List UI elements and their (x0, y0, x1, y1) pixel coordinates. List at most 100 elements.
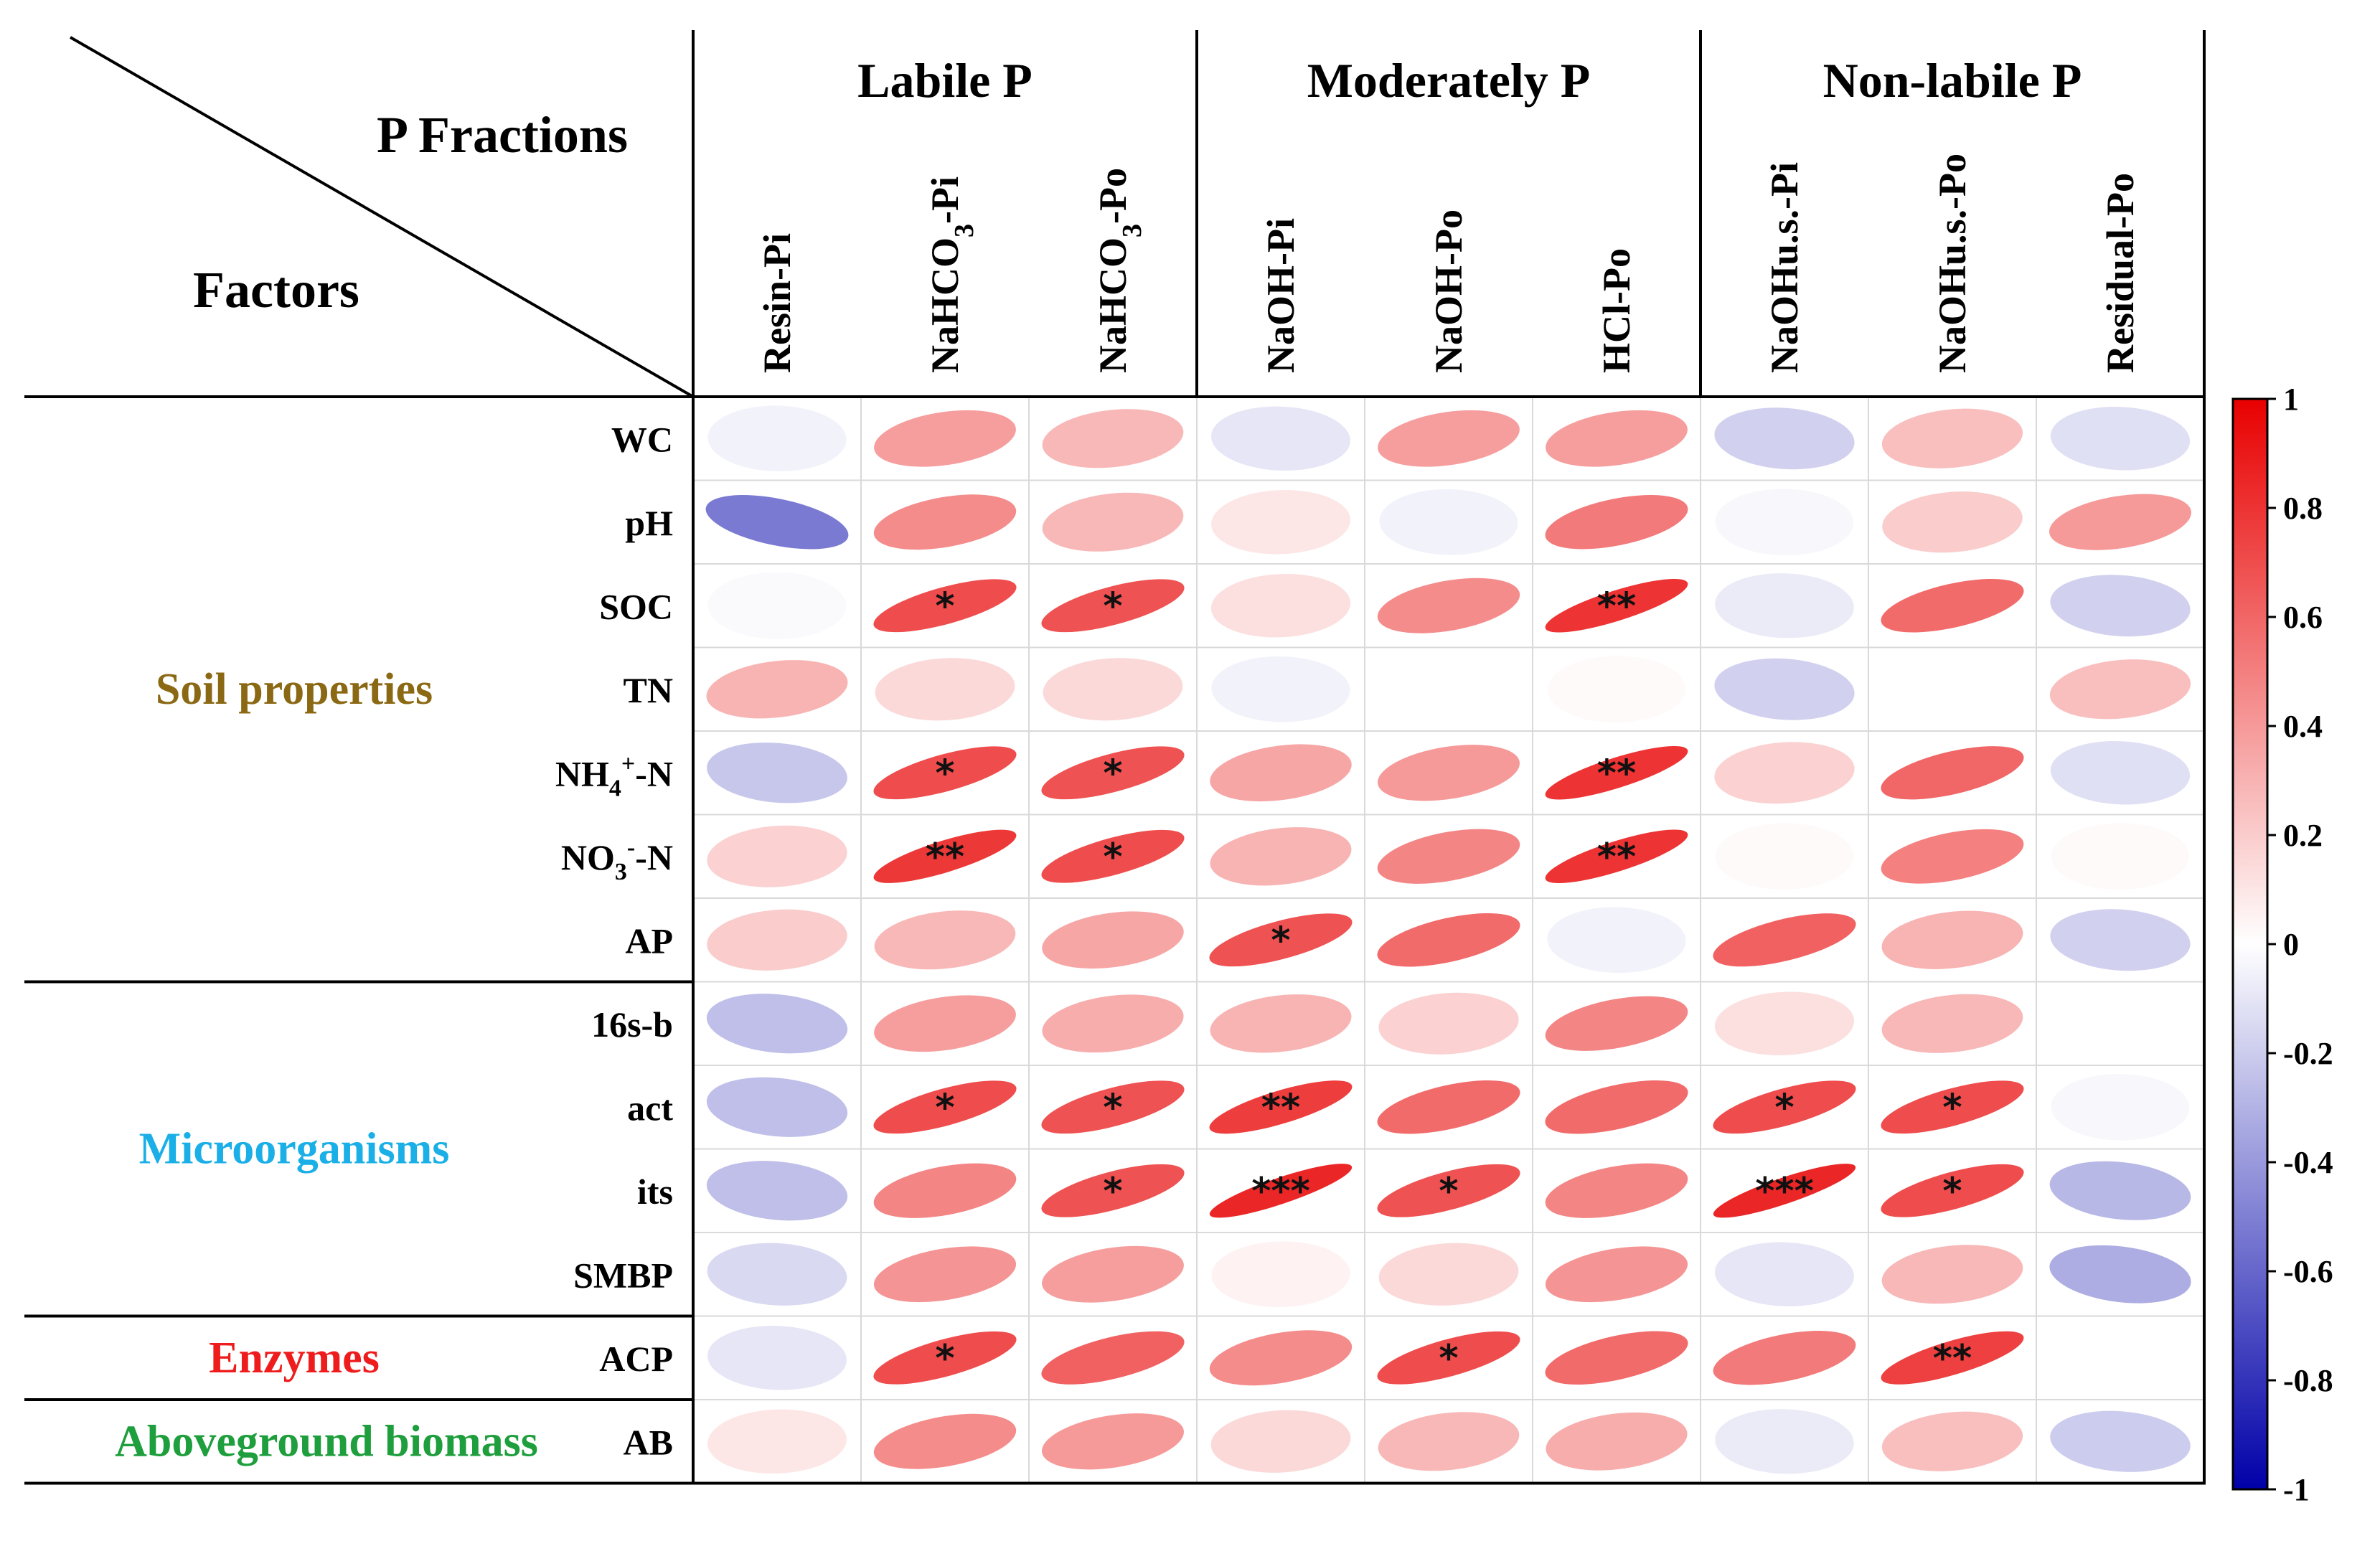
cell-r3-c4 (1364, 646, 1533, 732)
correlation-ellipse (1545, 996, 1688, 1051)
correlation-ellipse (2051, 823, 2190, 890)
cell-r1-c4 (1364, 479, 1533, 565)
column-label-naohu-s-pi: NaOHu.s.-Pi (1763, 162, 1806, 373)
colorbar-gradient (2231, 397, 2269, 1491)
cell-r12-c6 (1700, 1399, 1869, 1484)
significance-mark: ** (1597, 752, 1636, 795)
cell-r0-c1 (860, 396, 1030, 481)
significance-mark: ** (1597, 585, 1636, 628)
column-label-residual-po: Residual-Po (2099, 173, 2142, 373)
cell-r9-c7: * (1868, 1148, 2037, 1233)
colorbar: 10.80.60.40.20-0.2-0.4-0.6-0.8-1 (2231, 382, 2333, 1507)
correlation-ellipse (1210, 1410, 1351, 1473)
corner-diagonal (70, 36, 694, 398)
correlation-ellipse (873, 1331, 1017, 1385)
correlation-ellipse (1547, 907, 1686, 974)
cell-r12-c1 (860, 1399, 1030, 1484)
cell-r7-c2 (1028, 981, 1198, 1066)
cell-r2-c4 (1364, 563, 1533, 649)
grid-frame (692, 395, 2206, 1485)
column-group-moderately-p: Moderately P (1307, 53, 1591, 108)
colorbar-tick-label: -0.8 (2283, 1363, 2333, 1398)
significance-mark: * (935, 585, 954, 628)
cell-r8-c1: * (860, 1065, 1030, 1150)
cell-r12-c2 (1028, 1399, 1198, 1484)
cell-r2-c1: * (860, 563, 1030, 649)
correlation-ellipse (875, 658, 1015, 721)
correlation-ellipse (873, 1413, 1017, 1469)
correlation-ellipse (1041, 1080, 1185, 1134)
cell-r5-c1: ** (860, 814, 1030, 899)
correlation-ellipse (1042, 994, 1184, 1053)
cell-r1-c7 (1868, 479, 2037, 565)
correlation-ellipse (2051, 989, 2189, 1057)
correlation-ellipse (1881, 1331, 2024, 1385)
colorbar-tick-label: 1 (2283, 382, 2299, 417)
correlation-ellipse (1210, 827, 1352, 886)
cell-r6-c4 (1364, 897, 1533, 983)
row-label-soc: SOC (599, 586, 673, 626)
significance-mark: ** (1933, 1337, 1972, 1380)
row-group-microorganisms: Microorganisms (139, 1125, 450, 1174)
correlation-ellipse (707, 572, 847, 639)
cell-r11-c6 (1700, 1315, 1869, 1400)
correlation-ellipse (707, 743, 847, 803)
significance-mark: * (1942, 1170, 1962, 1213)
correlation-ellipse (1545, 745, 1688, 800)
significance-mark: * (1439, 1337, 1458, 1380)
cell-r10-c1 (860, 1232, 1030, 1317)
row-label-ph: pH (625, 503, 673, 543)
cell-r11-c8 (2036, 1315, 2205, 1400)
correlation-ellipse (707, 1243, 847, 1306)
significance-mark: * (1271, 919, 1290, 962)
correlation-ellipse (1715, 489, 1854, 556)
significance-mark: * (935, 1337, 954, 1380)
correlation-ellipse (706, 1161, 848, 1221)
significance-mark: * (935, 1086, 954, 1129)
significance-mark: * (1103, 1170, 1122, 1213)
correlation-ellipse (1041, 1331, 1185, 1385)
correlation-ellipse (1377, 1331, 1520, 1385)
significance-mark: * (1439, 1170, 1458, 1213)
colorbar-tick-label: 0.4 (2283, 709, 2323, 744)
correlation-ellipse (2049, 494, 2191, 550)
cell-r11-c5 (1532, 1315, 1701, 1400)
row-label-tn: TN (624, 670, 673, 710)
cell-r5-c0 (692, 814, 862, 899)
correlation-ellipse (1881, 1164, 2024, 1217)
cell-r7-c0 (692, 981, 862, 1066)
correlation-ellipse (1714, 742, 1855, 804)
cell-r11-c1: * (860, 1315, 1030, 1400)
correlation-ellipse (707, 909, 847, 971)
cell-r5-c2: * (1028, 814, 1198, 899)
cell-r9-c5 (1532, 1148, 1701, 1233)
correlation-ellipse (873, 1080, 1017, 1134)
column-label-naohu-s-po: NaOHu.s.-Po (1931, 154, 1974, 373)
cell-r3-c2 (1028, 646, 1198, 732)
cell-r9-c3: *** (1196, 1148, 1365, 1233)
correlation-ellipse (1209, 913, 1353, 967)
correlation-ellipse (1377, 913, 1520, 967)
corner-row-title: P Fractions (377, 106, 628, 164)
cell-r8-c6: * (1700, 1065, 1869, 1150)
correlation-ellipse (1715, 823, 1854, 890)
correlation-ellipse (707, 825, 847, 887)
row-group-aboveground-biomass: Aboveground biomass (115, 1417, 538, 1466)
cell-r4-c5: ** (1532, 730, 1701, 816)
cell-r10-c8 (2036, 1232, 2205, 1317)
correlation-ellipse (707, 1326, 847, 1390)
cell-r0-c8 (2036, 396, 2205, 481)
cell-r0-c6 (1700, 396, 1869, 481)
correlation-ellipse (873, 494, 1017, 550)
column-group-non-labile-p: Non-labile P (1823, 53, 2082, 108)
row-label-its: its (637, 1172, 673, 1212)
correlation-ellipse (1881, 408, 2023, 468)
row-label-ap: AP (625, 920, 673, 961)
cell-r5-c8 (2036, 814, 2205, 899)
correlation-ellipse (1378, 992, 1519, 1055)
cell-r9-c8 (2036, 1148, 2205, 1233)
cell-r1-c8 (2036, 479, 2205, 565)
cell-r6-c2 (1028, 897, 1198, 983)
cell-r11-c7: ** (1868, 1315, 2037, 1400)
row-label-smbp: SMBP (573, 1255, 673, 1295)
